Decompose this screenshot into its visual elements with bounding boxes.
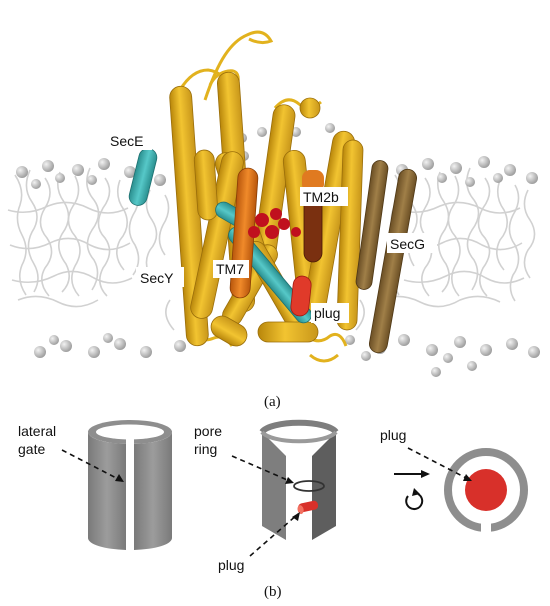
panel-b: lateral gate pore ring plug [18,419,528,600]
pointer-plug-right [407,447,471,481]
label-pore-ring-1: pore [194,423,222,439]
pore-ring [293,480,325,492]
arrow-right-icon [394,470,430,478]
label-secG: SecG [387,233,437,253]
svg-text:SecG: SecG [390,236,425,252]
pointer-lateral-gate [61,449,125,483]
label-tm2b: TM2b [300,187,348,206]
label-lateral-gate-2: gate [18,441,45,457]
label-secE: SecE [106,130,152,150]
plug-disc [465,469,507,511]
pointer-pore-ring [231,455,293,483]
rotate-arrow-icon [405,488,424,511]
label-pore-ring-2: ring [194,441,217,457]
label-plug-b-right: plug [380,427,406,443]
label-lateral-gate-1: lateral [18,423,56,439]
caption-b: (b) [264,584,282,600]
tm2b-cap [302,170,324,192]
secY-helix [190,151,244,319]
label-plug-a: plug [311,303,349,323]
secY-helix [210,315,248,347]
caption-a: (a) [264,394,281,410]
secY-helix [193,149,219,221]
svg-text:SecY: SecY [140,270,174,286]
svg-text:plug: plug [314,305,340,321]
closed-channel-cylinder [87,420,173,550]
secY-helix [299,97,321,119]
open-channel-cylinder [259,419,339,540]
secG-helix [355,160,389,290]
svg-text:TM2b: TM2b [303,189,339,205]
secY-helix [257,321,319,343]
channel-top-view [444,448,528,536]
svg-text:SecE: SecE [110,133,143,149]
label-secY: SecY [136,267,184,287]
label-tm7: TM7 [213,260,249,278]
plug-helix [290,275,312,317]
secG-helices [355,160,417,354]
secG-helix [369,168,417,354]
panel-a: SecE SecY TM7 TM2b SecG plug (a) [7,30,540,410]
pore-ring-residues [248,208,301,239]
plug-cylinder [297,500,319,515]
svg-text:TM7: TM7 [216,261,244,277]
label-plug-b-middle: plug [218,557,244,573]
pointer-plug-middle [249,513,299,557]
